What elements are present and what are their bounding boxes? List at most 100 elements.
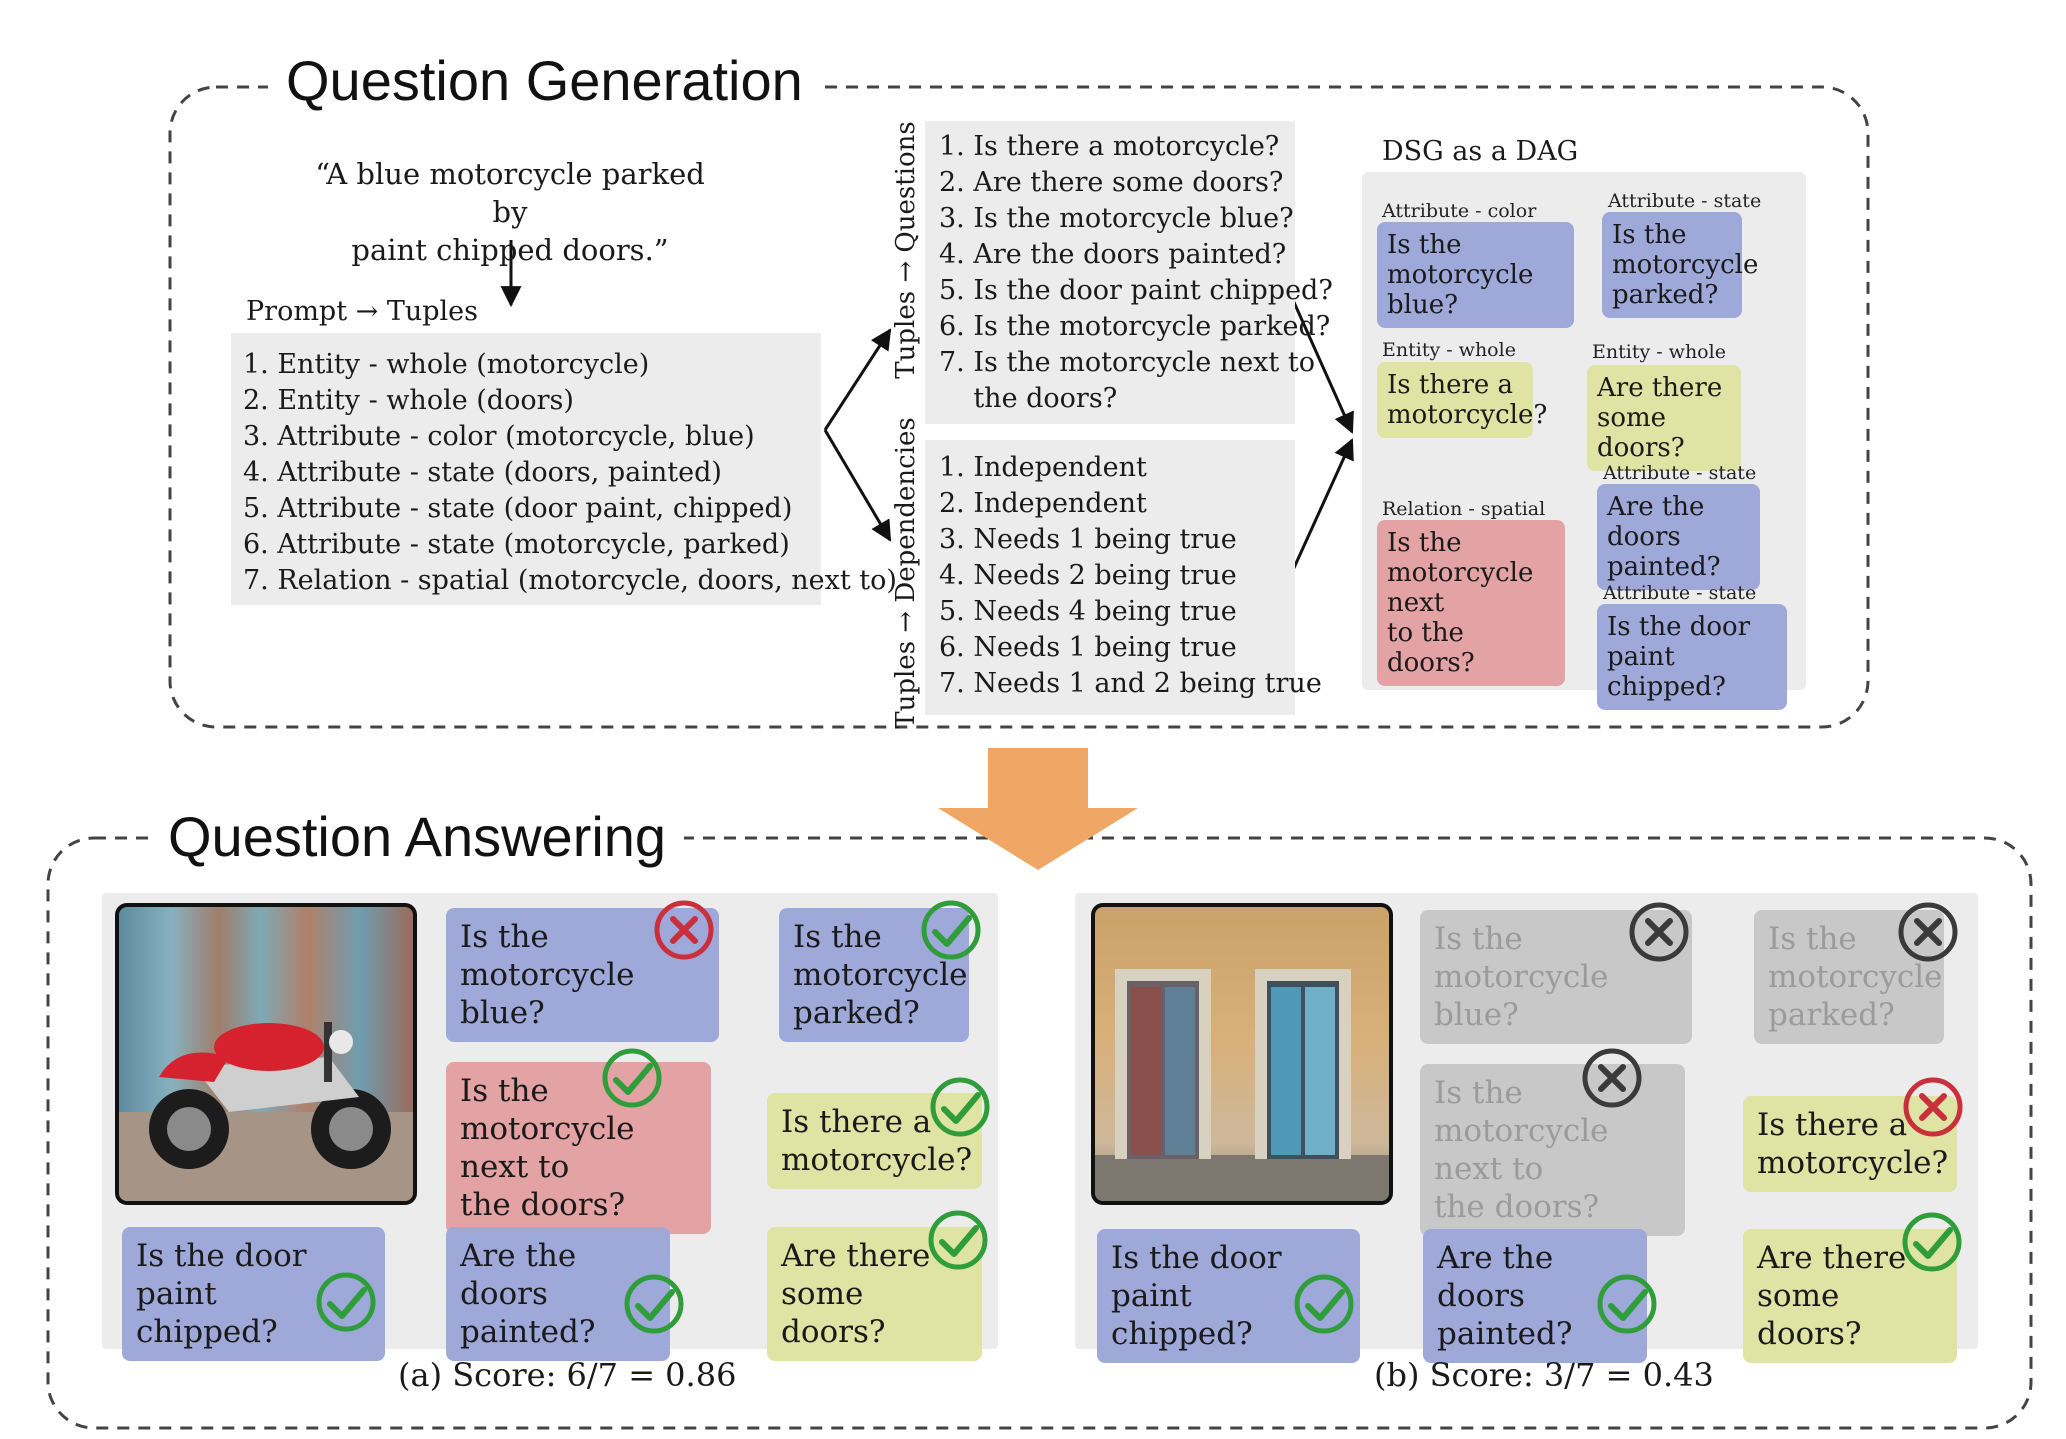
prompt-line: paint chipped doors.”	[351, 233, 669, 267]
tuple-item: 1. Entity - whole (motorcycle)	[243, 349, 650, 380]
wrong-icon	[1901, 1075, 1965, 1143]
node-text-line: the doors?	[460, 1187, 626, 1223]
tuple-item: 4. Attribute - state (doors, painted)	[243, 457, 722, 488]
node-text-line: Is the	[460, 1073, 549, 1109]
correct-icon	[1595, 1272, 1659, 1340]
skipped-icon	[1896, 900, 1960, 968]
node-text-line: Is the door paint	[1111, 1240, 1282, 1314]
node-text-line: motorcycle	[1768, 959, 1943, 995]
node-text-line: some doors?	[1597, 403, 1685, 463]
prompt-quote: “A blue motorcycle parked by paint chipp…	[300, 155, 720, 269]
node-text-line: parked?	[1612, 280, 1719, 310]
question-generation-title: Question Generation	[268, 48, 821, 113]
node-text-line: painted?	[460, 1314, 596, 1350]
node-text-line: Is there a	[1387, 370, 1514, 400]
correct-icon	[1900, 1210, 1964, 1278]
questions-panel: 1. Is there a motorcycle?2. Are there so…	[925, 121, 1333, 424]
node-text-line: Is there a	[781, 1104, 932, 1140]
dag-node-label: Attribute - state	[1608, 190, 1762, 212]
node-text-line: Is the	[1612, 220, 1687, 250]
node-text-line: chipped?	[136, 1314, 278, 1350]
correct-icon	[622, 1272, 686, 1340]
node-text-line: motorcycle next to	[460, 1111, 635, 1185]
dependency-item: 1. Independent	[939, 452, 1147, 483]
question-item: the doors?	[939, 383, 1118, 414]
node-text-line: motorcycle?	[1387, 400, 1548, 430]
correct-icon	[600, 1046, 664, 1114]
node-text-line: Are the doors	[1607, 492, 1705, 552]
node-text-line: motorcycle next	[1387, 558, 1534, 618]
question-answering-title: Question Answering	[150, 804, 685, 869]
question-item: 6. Is the motorcycle parked?	[939, 311, 1331, 342]
node-text-line: some doors?	[781, 1276, 886, 1350]
tuple-item: 5. Attribute - state (door paint, chippe…	[243, 493, 793, 524]
node-text-line: motorcycle blue?	[1434, 959, 1609, 1033]
node-text-line: Are there	[1757, 1240, 1907, 1276]
tuple-item: 3. Attribute - color (motorcycle, blue)	[243, 421, 755, 452]
node-text-line: motorcycle blue?	[460, 957, 635, 1031]
tuple-item: 7. Relation - spatial (motorcycle, doors…	[243, 565, 897, 596]
node-text-line: Is the door paint	[136, 1238, 307, 1312]
skipped-icon	[1627, 900, 1691, 968]
dependencies-axis-label: Tuples → Dependencies	[891, 417, 921, 729]
node-text-line: Is the	[793, 919, 882, 955]
node-text-line: Are there	[781, 1238, 931, 1274]
questions-axis-label: Tuples → Questions	[891, 121, 921, 379]
node-text-line: parked?	[1768, 997, 1895, 1033]
question-item: 3. Is the motorcycle blue?	[939, 203, 1294, 234]
dag-node-label: Relation - spatial	[1382, 498, 1546, 520]
node-text-line: Is the	[1434, 921, 1523, 957]
dag-node-label: Entity - whole	[1592, 341, 1726, 363]
correct-icon	[919, 898, 983, 966]
node-text-line: Are the doors	[460, 1238, 577, 1312]
correct-icon	[314, 1270, 378, 1338]
dag-node-label: Attribute - color	[1382, 200, 1537, 222]
node-text-line: motorcycle?	[781, 1142, 973, 1178]
node-text-line: Is the	[1387, 528, 1462, 558]
node-text-line: some doors?	[1757, 1278, 1862, 1352]
motorcycle-photo	[115, 903, 417, 1205]
dependency-item: 5. Needs 4 being true	[939, 596, 1237, 627]
node-text-line: motorcycle blue?	[1387, 260, 1534, 320]
correct-icon	[928, 1075, 992, 1143]
node-text-line: Are there	[1597, 373, 1723, 403]
tuples-label: Prompt → Tuples	[246, 296, 479, 327]
question-generation-frame	[168, 85, 1870, 729]
down-arrow-icon	[938, 748, 1138, 870]
dependency-item: 4. Needs 2 being true	[939, 560, 1237, 591]
dependency-item: 7. Needs 1 and 2 being true	[939, 668, 1322, 699]
node-text-line: chipped?	[1607, 672, 1726, 702]
node-text-line: chipped?	[1111, 1316, 1253, 1352]
node-text-line: Is there a	[1757, 1107, 1908, 1143]
dependency-item: 6. Needs 1 being true	[939, 632, 1237, 663]
node-text-line: motorcycle	[793, 957, 968, 993]
node-text-line: motorcycle next to	[1434, 1113, 1609, 1187]
node-text-line: painted?	[1437, 1316, 1573, 1352]
dependency-item: 2. Independent	[939, 488, 1147, 519]
tuple-item: 6. Attribute - state (motorcycle, parked…	[243, 529, 790, 560]
question-item: 1. Is there a motorcycle?	[939, 131, 1280, 162]
dag-node-label: Attribute - state	[1603, 582, 1757, 604]
correct-icon	[1292, 1272, 1356, 1340]
panel-a-caption: (a) Score: 6/7 = 0.86	[398, 1356, 737, 1394]
doors-icon	[1095, 969, 1389, 1201]
doors-photo	[1091, 903, 1393, 1205]
node-text-line: painted?	[1607, 552, 1721, 582]
question-item: 4. Are the doors painted?	[939, 239, 1287, 270]
correct-icon	[926, 1208, 990, 1276]
node-text-line: the doors?	[1434, 1189, 1600, 1225]
tuples-panel: 1. Entity - whole (motorcycle)2. Entity …	[231, 333, 897, 605]
